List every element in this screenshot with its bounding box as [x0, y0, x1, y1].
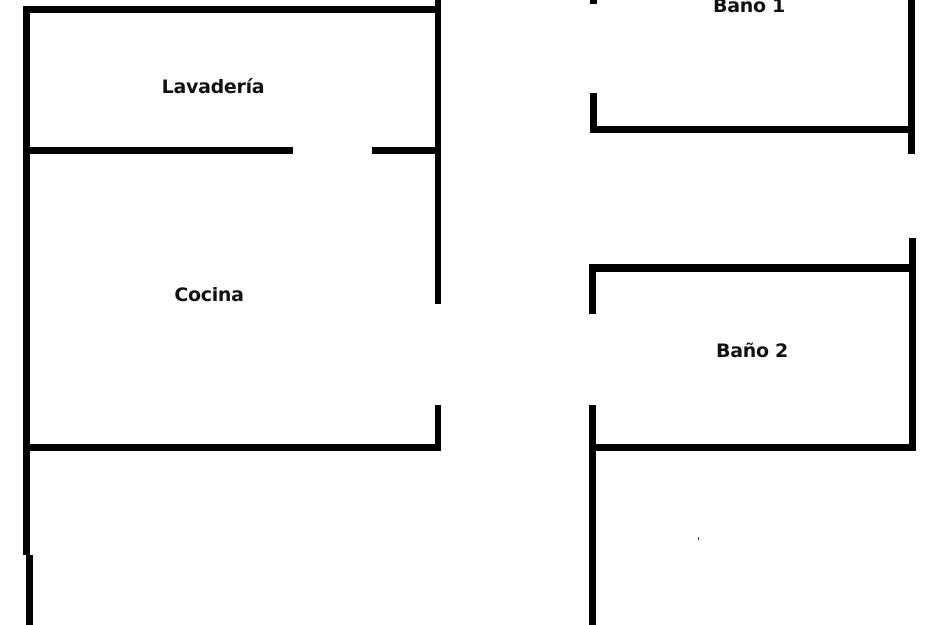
room-label-lavaderia: Lavadería [161, 76, 265, 98]
wall-bano2-right [909, 238, 916, 451]
stray-dot [698, 537, 699, 540]
wall-left-outer [23, 6, 30, 555]
wall-top-left [23, 6, 441, 13]
wall-lavaderia-bottom-a [23, 147, 293, 154]
wall-left-outer-lower [26, 555, 33, 625]
wall-bano2-left-lower [589, 405, 596, 625]
room-label-bano2: Baño 2 [716, 340, 788, 362]
wall-bano2-bottom [592, 444, 916, 451]
wall-bano2-top [589, 264, 915, 272]
wall-bano1-bottom [590, 126, 912, 133]
wall-bano1-right [908, 0, 915, 154]
wall-cocina-right-lower [435, 405, 441, 451]
wall-bano1-left-top [590, 0, 597, 4]
room-label-cocina: Cocina [174, 284, 244, 306]
wall-bano2-left-upper [589, 264, 596, 314]
room-label-bano1: Baño 1 [713, 0, 785, 17]
wall-lavaderia-bottom-b [372, 147, 441, 154]
wall-bano1-left [590, 93, 597, 132]
wall-cocina-bottom [23, 444, 441, 451]
